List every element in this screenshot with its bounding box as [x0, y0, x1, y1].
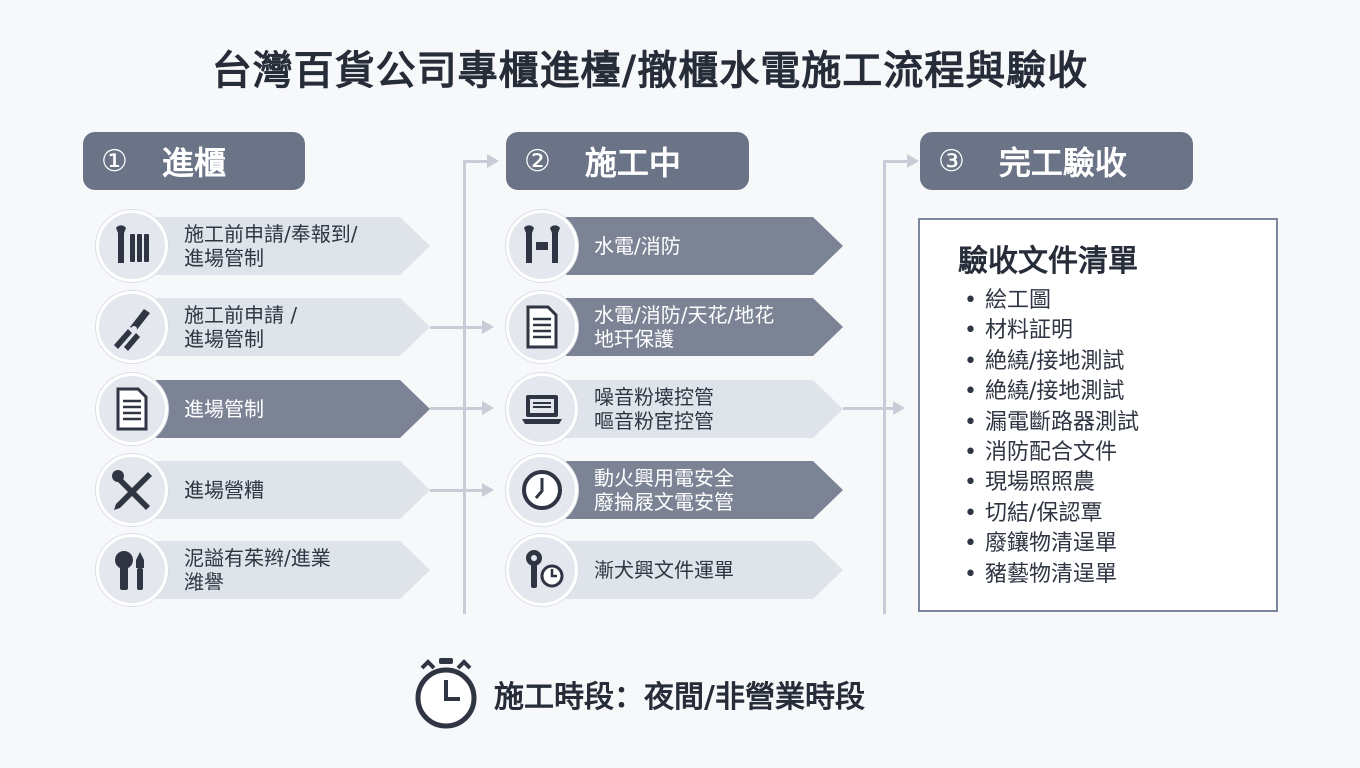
wrenches-icon: [506, 210, 578, 282]
step-row: 水電/消防/天花/地花 地玕保護: [506, 291, 843, 363]
list-item: 絵工圖: [964, 286, 1139, 316]
flow-line-1: [463, 160, 466, 614]
pliers-icon: [96, 291, 168, 363]
document-icon: [96, 373, 168, 445]
step-number: ①: [101, 143, 128, 179]
step-text: 進場營糟: [184, 478, 264, 502]
step-text: 動火興用電安全 廢掄屐文電安管: [594, 466, 734, 514]
step-text: 漸犬興文件運單: [594, 558, 734, 582]
connector-arrow: [843, 401, 905, 415]
connector-arrow: [430, 320, 494, 334]
list-item: 豬藝物清逞單: [964, 560, 1139, 590]
connector-arrow: [430, 483, 494, 497]
step-row: 泥謚有茱辫/進業 潍譽: [96, 534, 430, 606]
step-label: 完工驗收: [998, 144, 1127, 182]
step-text: 泥謚有茱辫/進業 潍譽: [184, 546, 331, 594]
checklist-items: 絵工圖 材料証明 絶繞/接地測試 絶繞/接地測試 漏電斷路器測試 消防配合文件 …: [964, 286, 1139, 590]
footer-text: 施工時段：夜間/非營業時段: [494, 680, 865, 715]
step-row: 動火興用電安全 廢掄屐文電安管: [506, 454, 843, 526]
flow-arrowhead: [487, 154, 499, 168]
connector-arrow: [430, 401, 494, 415]
step-row: 施工前申請/奉報到/ 進場管制: [96, 210, 430, 282]
step-row: 進場營糟: [96, 454, 430, 526]
step-text: 進場管制: [184, 397, 264, 421]
step-number: ②: [524, 143, 551, 179]
list-item: 材料証明: [964, 316, 1139, 346]
step-header-acceptance: ③ 完工驗收: [920, 132, 1193, 190]
step-text: 噪音粉壊控管 嘔音粉宦控管: [594, 385, 714, 433]
step-label: 施工中: [584, 144, 681, 182]
flow-stub-2: [883, 160, 907, 163]
step-text: 施工前申請/奉報到/ 進場管制: [184, 222, 358, 270]
step-label: 進櫃: [161, 144, 226, 182]
list-item: 絶繞/接地測試: [964, 377, 1139, 407]
step-row: 施工前申請 / 進場管制: [96, 291, 430, 363]
key-clock-icon: [506, 534, 578, 606]
step-number: ③: [938, 143, 965, 179]
step-text: 水電/消防: [594, 234, 681, 258]
flow-arrowhead: [907, 154, 919, 168]
list-item: 廢鑲物清逞單: [964, 529, 1139, 559]
step-text: 水電/消防/天花/地花 地玕保護: [594, 303, 775, 351]
checklist-title: 驗收文件清單: [958, 244, 1138, 279]
list-item: 消防配合文件: [964, 438, 1139, 468]
laptop-icon: [506, 373, 578, 445]
cutter-screwdriver-icon: [96, 534, 168, 606]
step-header-enter: ① 進櫃: [83, 132, 305, 190]
wrench-pipes-icon: [96, 210, 168, 282]
flow-line-2: [883, 160, 886, 614]
document-icon: [506, 291, 578, 363]
clock-icon: [506, 454, 578, 526]
tools-cross-icon: [96, 454, 168, 526]
list-item: 現場照照農: [964, 468, 1139, 498]
step-text: 施工前申請 / 進場管制: [184, 303, 298, 351]
page-title: 台灣百貨公司專櫃進檯/撤櫃水電施工流程與驗收: [211, 48, 1089, 94]
stopwatch-icon: [415, 658, 477, 729]
list-item: 絶繞/接地測試: [964, 347, 1139, 377]
step-row: 水電/消防: [506, 210, 843, 282]
list-item: 切結/保認覃: [964, 499, 1139, 529]
flow-stub-1: [463, 160, 487, 163]
list-item: 漏電斷路器測試: [964, 408, 1139, 438]
step-header-construction: ② 施工中: [506, 132, 749, 190]
step-row: 漸犬興文件運單: [506, 534, 843, 606]
acceptance-checklist: 驗收文件清單 絵工圖 材料証明 絶繞/接地測試 絶繞/接地測試 漏電斷路器測試 …: [918, 218, 1278, 612]
work-hours-note: 施工時段：夜間/非營業時段: [412, 656, 865, 732]
step-row: 噪音粉壊控管 嘔音粉宦控管: [506, 373, 843, 445]
step-row: 進場管制: [96, 373, 430, 445]
